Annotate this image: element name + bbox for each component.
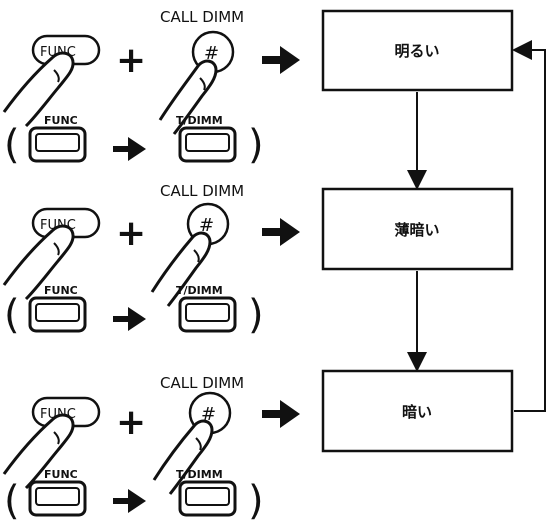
- alt-t-dimm-key-label: T/DIMM: [176, 468, 223, 481]
- alternative-sequence: ( FUNC T/DIMM ): [4, 114, 264, 168]
- alt-func-key-label: FUNC: [44, 114, 78, 127]
- keypad-key-icon: [28, 296, 87, 333]
- right-arrow-icon: [262, 46, 300, 74]
- call-dimm-label: CALL DIMM: [160, 374, 244, 392]
- alternative-sequence: ( FUNC T/DIMM ): [4, 284, 264, 338]
- call-dimm-label: CALL DIMM: [160, 8, 244, 26]
- plus-sign: +: [116, 40, 146, 81]
- paren-open: (: [4, 122, 20, 168]
- step-1: CALL DIMM FUNC + # ( FUNC: [2, 8, 300, 168]
- paren-close: ): [248, 122, 264, 168]
- alt-func-key-label: FUNC: [44, 284, 78, 297]
- pressing-finger-icon: [150, 231, 212, 307]
- pressing-finger-icon: [2, 51, 75, 128]
- plus-sign: +: [116, 213, 146, 254]
- alt-func-key-label: FUNC: [44, 468, 78, 481]
- alt-t-dimm-key-label: T/DIMM: [176, 284, 223, 297]
- keypad-key-icon: [178, 126, 237, 163]
- hash-key-label: #: [199, 215, 214, 236]
- paren-open: (: [4, 478, 20, 524]
- right-arrow-icon: [113, 137, 146, 161]
- right-arrow-icon: [113, 307, 146, 331]
- hash-key-label: #: [204, 43, 219, 64]
- alternative-sequence: ( FUNC T/DIMM ): [4, 468, 264, 524]
- state-label: 明るい: [394, 42, 439, 60]
- step-3: CALL DIMM FUNC + # ( FUNC: [2, 374, 300, 524]
- pressing-finger-icon: [158, 59, 218, 135]
- hash-key-press: #: [152, 391, 232, 495]
- paren-open: (: [4, 292, 20, 338]
- paren-close: ): [248, 478, 264, 524]
- hash-key-press: #: [150, 202, 230, 307]
- pressing-finger-icon: [152, 419, 214, 495]
- keypad-key-icon: [178, 480, 237, 517]
- pressing-finger-icon: [2, 224, 75, 301]
- func-key-press: FUNC: [2, 396, 101, 490]
- state-label: 薄暗い: [394, 221, 439, 239]
- right-arrow-icon: [262, 400, 300, 428]
- keypad-key-icon: [28, 126, 87, 163]
- state-box-dim: 薄暗い: [321, 187, 514, 271]
- func-key-press: FUNC: [2, 207, 101, 301]
- right-arrow-icon: [113, 489, 146, 513]
- step-2: CALL DIMM FUNC + # ( FUNC: [2, 182, 300, 338]
- alt-t-dimm-key-label: T/DIMM: [176, 114, 223, 127]
- func-key-press: FUNC: [2, 34, 101, 128]
- plus-sign: +: [116, 402, 146, 443]
- pressing-finger-icon: [2, 413, 75, 490]
- state-box-dark: 暗い: [321, 369, 514, 453]
- right-arrow-icon: [262, 218, 300, 246]
- paren-close: ): [248, 292, 264, 338]
- state-label: 暗い: [402, 403, 432, 421]
- hash-key-press: #: [158, 30, 235, 135]
- flow-arrow-dark-to-bright: [512, 40, 546, 412]
- call-dimm-label: CALL DIMM: [160, 182, 244, 200]
- state-box-bright: 明るい: [321, 9, 514, 92]
- keypad-key-icon: [178, 296, 237, 333]
- keypad-key-icon: [28, 480, 87, 517]
